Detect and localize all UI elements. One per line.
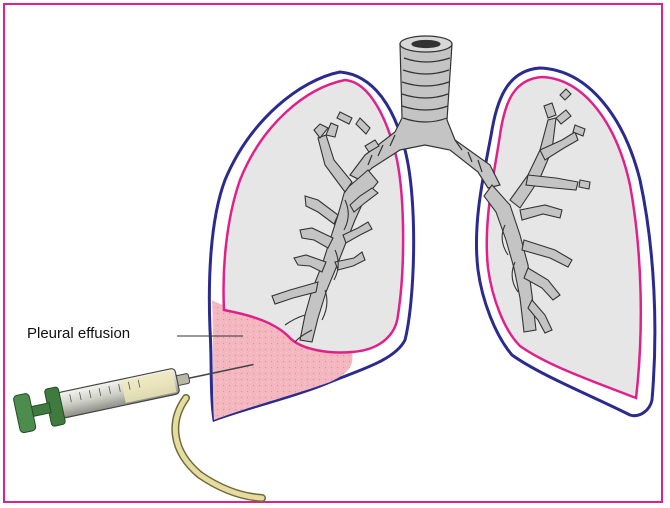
- effusion-label: Pleural effusion: [27, 325, 130, 342]
- syringe-plunger-handle: [13, 393, 37, 433]
